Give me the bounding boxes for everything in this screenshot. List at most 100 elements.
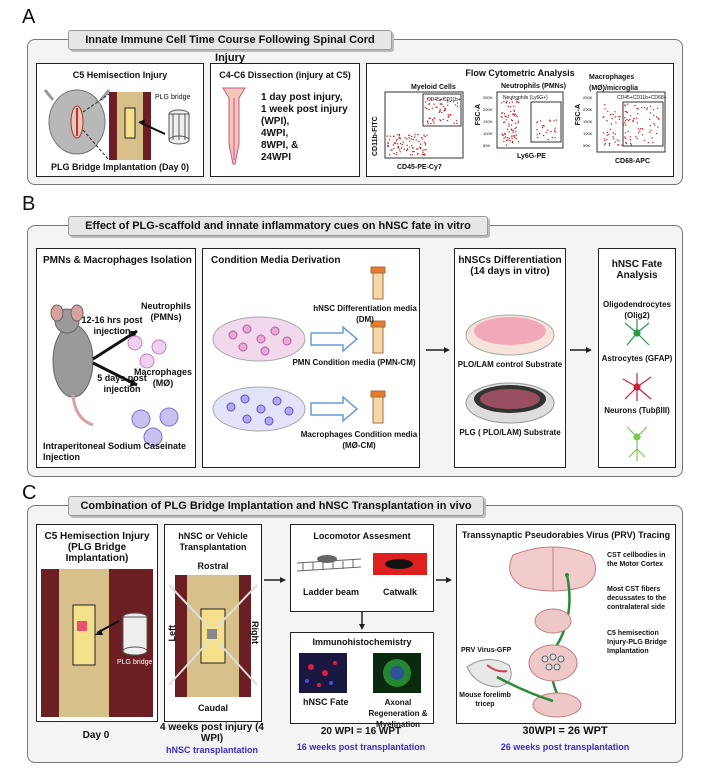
scatter-dot bbox=[509, 139, 511, 142]
c-injury-title: C5 Hemisection Injury (PLG Bridge Implan… bbox=[44, 531, 150, 564]
scatter-dot bbox=[624, 132, 627, 134]
scatter-dot bbox=[625, 137, 627, 140]
scatter-dot bbox=[506, 137, 509, 139]
scatter-dot bbox=[541, 125, 543, 127]
scatter-dot bbox=[456, 105, 459, 108]
scatter-dot bbox=[656, 133, 658, 135]
scatter-dot bbox=[503, 121, 505, 124]
scatter-dot bbox=[553, 130, 556, 132]
scatter-dot bbox=[447, 104, 449, 106]
c-catwalk-label: Catwalk bbox=[383, 587, 418, 597]
scatter-dot bbox=[410, 138, 412, 140]
scatter-dot bbox=[549, 120, 551, 122]
scatter-dot bbox=[447, 101, 449, 103]
scatter-dot bbox=[553, 120, 555, 122]
scatter-dot bbox=[545, 131, 547, 134]
scatter-dot bbox=[512, 130, 514, 132]
scatter-dot bbox=[653, 114, 655, 117]
scatter-dot bbox=[442, 105, 445, 108]
scatter-dot bbox=[455, 119, 458, 122]
scatter-dot bbox=[616, 139, 618, 141]
scatter-dot bbox=[655, 116, 658, 118]
scatter-dot bbox=[547, 138, 549, 141]
scatter-dot bbox=[412, 147, 414, 149]
scatter-dot bbox=[402, 141, 404, 143]
b-time2: 5 days post injection bbox=[97, 373, 147, 394]
c-ladder-label: Ladder beam bbox=[303, 587, 360, 597]
scatter-dot bbox=[425, 101, 427, 103]
scatter-dot bbox=[414, 133, 416, 136]
panel-a-banner: Innate Immune Cell Time Course Following… bbox=[68, 30, 392, 64]
tick-label: 150K bbox=[583, 119, 593, 124]
scatter-dot bbox=[634, 104, 636, 107]
macrophage-plot bbox=[596, 91, 666, 153]
scatter-dot bbox=[629, 136, 631, 138]
prv-tracing-illustration bbox=[466, 546, 596, 718]
scatter-dot bbox=[503, 100, 505, 103]
b-astro-label: Astrocytes (GFAP) bbox=[601, 354, 673, 363]
plot3-ticks: 250K 200K 150K 100K 50K bbox=[583, 92, 597, 152]
scatter-dot bbox=[397, 146, 400, 148]
scatter-dot bbox=[456, 122, 458, 124]
c-axon-label: Axonal Regeneration & Myelination bbox=[368, 698, 428, 729]
panel-c-banner: Combination of PLG Bridge Implantation a… bbox=[68, 496, 484, 516]
scatter-dot bbox=[501, 102, 503, 104]
scatter-dot bbox=[424, 149, 426, 151]
scatter-dot bbox=[647, 141, 649, 144]
c-transplant-illustration bbox=[168, 575, 258, 697]
c-transplant-title: hNSC or Vehicle Transplantation bbox=[178, 531, 248, 552]
a-timepoint: 8WPI, & bbox=[261, 140, 299, 151]
a-timepoint: 24WPI bbox=[261, 152, 292, 163]
scatter-dot bbox=[398, 137, 400, 139]
scatter-dot bbox=[417, 133, 419, 136]
scatter-dot bbox=[432, 118, 434, 121]
scatter-dot bbox=[536, 122, 538, 124]
a-injury-title: C5 Hemisection Injury bbox=[72, 70, 168, 80]
scatter-dot bbox=[621, 144, 623, 146]
scatter-dot bbox=[406, 138, 408, 140]
scatter-dot bbox=[389, 154, 391, 156]
scatter-dot bbox=[515, 126, 517, 128]
scatter-dot bbox=[439, 110, 441, 112]
scatter-dot bbox=[635, 136, 637, 138]
oligodendrocyte-icon bbox=[624, 319, 650, 346]
scatter-dot bbox=[504, 136, 507, 138]
scatter-dot bbox=[606, 134, 608, 136]
scatter-dot bbox=[554, 127, 556, 129]
scatter-dot bbox=[427, 120, 429, 122]
scatter-dot bbox=[657, 126, 659, 128]
scatter-dot bbox=[506, 128, 509, 130]
scatter-dot bbox=[630, 144, 632, 146]
b-dm-label: hNSC Differentiation media (DM) bbox=[313, 304, 417, 324]
scatter-dot bbox=[435, 106, 437, 108]
scatter-dot bbox=[652, 141, 654, 144]
scatter-dot bbox=[501, 116, 503, 119]
scatter-dot bbox=[604, 142, 606, 145]
scatter-dot bbox=[415, 139, 417, 141]
scatter-dot bbox=[510, 119, 513, 121]
scatter-dot bbox=[612, 136, 614, 138]
scatter-dot bbox=[650, 129, 652, 132]
scatter-dot bbox=[516, 115, 518, 118]
plot3-gate: CD45+CD11b+CD68+ bbox=[617, 95, 667, 101]
b-isolation-box: PMNs & Macrophages Isolation 12-16 hrs p… bbox=[36, 248, 196, 468]
scatter-dot bbox=[538, 132, 541, 135]
mouse-injection-illustration bbox=[50, 304, 179, 447]
scatter-dot bbox=[604, 108, 606, 110]
c-locomotor-title: Locomotor Assesment bbox=[313, 531, 411, 541]
scatter-dot bbox=[536, 121, 538, 123]
scatter-dot bbox=[508, 125, 510, 127]
scatter-dot bbox=[389, 135, 391, 137]
c-injury-illustration bbox=[41, 569, 153, 717]
scatter-dot bbox=[430, 122, 432, 125]
scatter-dot bbox=[618, 144, 620, 146]
a-dissection-title: C4-C6 Dissection (injury at C5) bbox=[219, 70, 351, 80]
c-ihc-box: Immunohistochemistry hNSC Fate Axonal Re… bbox=[290, 632, 434, 729]
scatter-dot bbox=[612, 113, 614, 115]
scatter-dot bbox=[624, 136, 626, 138]
locomotor-illustration bbox=[296, 553, 427, 575]
scatter-dot bbox=[507, 139, 509, 141]
scatter-dot bbox=[448, 115, 450, 117]
scatter-dot bbox=[517, 141, 520, 143]
scatter-dot bbox=[444, 107, 447, 110]
